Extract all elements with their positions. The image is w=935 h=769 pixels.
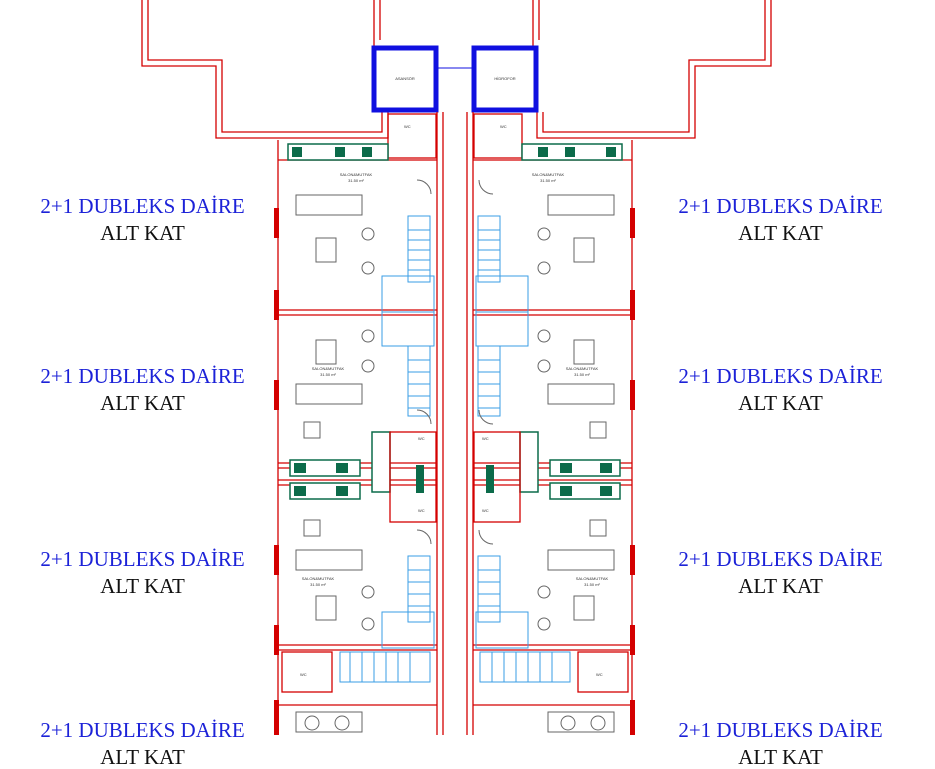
- unit-label-left-1: 2+1 DUBLEKS DAİRE ALT KAT: [20, 196, 265, 244]
- unit-subtitle: ALT KAT: [100, 391, 185, 415]
- unit-subtitle: ALT KAT: [738, 391, 823, 415]
- hydrophore-label: HİDROFOR: [494, 76, 515, 81]
- unit-subtitle: ALT KAT: [738, 574, 823, 598]
- unit-label-left-4: 2+1 DUBLEKS DAİRE ALT KAT: [20, 720, 265, 768]
- unit-label-right-1: 2+1 DUBLEKS DAİRE ALT KAT: [658, 196, 903, 244]
- middle-wc-rooms: [389, 431, 521, 523]
- salon-label-6: SALON&MUTFAK: [576, 576, 609, 581]
- salon-label-1: SALON&MUTFAK: [340, 172, 373, 177]
- wc-label-low-left: WC: [300, 672, 307, 677]
- unit-subtitle: ALT KAT: [100, 745, 185, 769]
- kitchen-appliances: [292, 147, 616, 496]
- unit-label-left-3: 2+1 DUBLEKS DAİRE ALT KAT: [20, 549, 265, 597]
- top-wc-rooms: [387, 113, 523, 159]
- floor-plan: ASANSÖR HİDROFOR WC: [141, 0, 772, 735]
- unit-subtitle: ALT KAT: [738, 221, 823, 245]
- salon-label-4: SALON&MUTFAK: [566, 366, 599, 371]
- furniture: [295, 179, 615, 733]
- wc-label-top-right: WC: [500, 124, 507, 129]
- wc-label-mid-right-a: WC: [482, 436, 489, 441]
- lower-wc-rooms: [281, 651, 629, 693]
- kitchen-counters: [287, 143, 623, 500]
- salon-label-3: SALON&MUTFAK: [312, 366, 345, 371]
- salon-area-3: 31.50 m²: [320, 372, 336, 377]
- salon-area-1: 31.50 m²: [348, 178, 364, 183]
- salon-label-2: SALON&MUTFAK: [532, 172, 565, 177]
- upper-building-outline: [141, 0, 772, 139]
- wc-label-mid-left-b: WC: [418, 508, 425, 513]
- central-corridor-walls: [436, 112, 474, 735]
- unit-title: 2+1 DUBLEKS DAİRE: [40, 364, 245, 388]
- salon-area-5: 31.50 m²: [310, 582, 326, 587]
- wc-label-mid-right-b: WC: [482, 508, 489, 513]
- staircases: [339, 215, 571, 683]
- unit-title: 2+1 DUBLEKS DAİRE: [40, 718, 245, 742]
- unit-subtitle: ALT KAT: [100, 221, 185, 245]
- wc-label-mid-left-a: WC: [418, 436, 425, 441]
- wall-piers: [274, 208, 635, 735]
- outer-walls: [277, 140, 633, 735]
- unit-title: 2+1 DUBLEKS DAİRE: [40, 194, 245, 218]
- unit-label-right-2: 2+1 DUBLEKS DAİRE ALT KAT: [658, 366, 903, 414]
- salon-label-5: SALON&MUTFAK: [302, 576, 335, 581]
- unit-label-left-2: 2+1 DUBLEKS DAİRE ALT KAT: [20, 366, 265, 414]
- unit-title: 2+1 DUBLEKS DAİRE: [678, 364, 883, 388]
- wc-label-top-left: WC: [404, 124, 411, 129]
- unit-subtitle: ALT KAT: [738, 745, 823, 769]
- elevator-label: ASANSÖR: [395, 76, 415, 81]
- unit-label-right-4: 2+1 DUBLEKS DAİRE ALT KAT: [658, 720, 903, 768]
- unit-title: 2+1 DUBLEKS DAİRE: [678, 194, 883, 218]
- core-rooms: [371, 45, 539, 113]
- salon-area-6: 31.50 m²: [584, 582, 600, 587]
- unit-title: 2+1 DUBLEKS DAİRE: [40, 547, 245, 571]
- unit-subtitle: ALT KAT: [100, 574, 185, 598]
- salon-area-2: 31.50 m²: [540, 178, 556, 183]
- salon-area-4: 31.50 m²: [574, 372, 590, 377]
- unit-title: 2+1 DUBLEKS DAİRE: [678, 718, 883, 742]
- wc-label-low-right: WC: [596, 672, 603, 677]
- unit-label-right-3: 2+1 DUBLEKS DAİRE ALT KAT: [658, 549, 903, 597]
- unit-title: 2+1 DUBLEKS DAİRE: [678, 547, 883, 571]
